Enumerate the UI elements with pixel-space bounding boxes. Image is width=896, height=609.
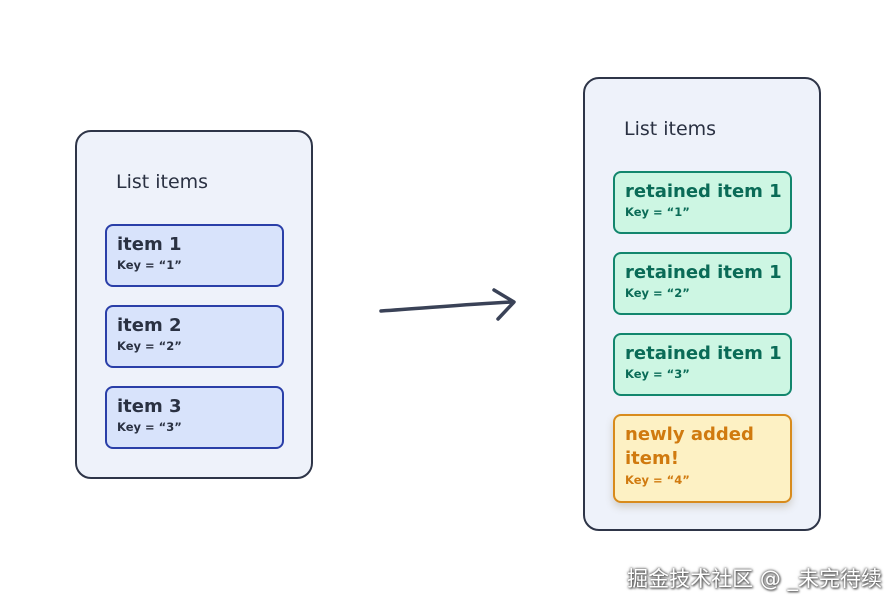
arrow-shaft [379, 300, 514, 313]
item-key: Key = “2” [117, 339, 182, 353]
arrow-head [492, 288, 516, 321]
item-label: item 3 [117, 396, 182, 417]
after-list-title: List items [624, 118, 717, 140]
transition-arrow-icon [379, 288, 516, 321]
item-key: Key = “4” [625, 473, 690, 487]
before-list-title: List items [116, 171, 209, 193]
item-key: Key = “3” [625, 367, 690, 381]
before-list-item: item 2 Key = “2” [105, 305, 284, 368]
after-list-item-new: newly added item! Key = “4” [613, 414, 792, 503]
item-label: retained item 1 [625, 181, 782, 202]
watermark: 掘金技术社区 @ _未完待续 [627, 567, 882, 591]
before-list-item: item 3 Key = “3” [105, 386, 284, 449]
after-list-panel: List items retained item 1 Key = “1” ret… [583, 77, 821, 531]
before-list-panel: List items item 1 Key = “1” item 2 Key =… [75, 130, 313, 479]
item-label: item 1 [117, 234, 182, 255]
before-list-item: item 1 Key = “1” [105, 224, 284, 287]
after-list-item-retained: retained item 1 Key = “3” [613, 333, 792, 396]
item-label: newly added item! [625, 424, 754, 469]
item-label: retained item 1 [625, 262, 782, 283]
item-key: Key = “1” [117, 258, 182, 272]
after-list-item-retained: retained item 1 Key = “1” [613, 171, 792, 234]
after-list-item-retained: retained item 1 Key = “2” [613, 252, 792, 315]
item-key: Key = “3” [117, 420, 182, 434]
item-label: retained item 1 [625, 343, 782, 364]
item-key: Key = “1” [625, 205, 690, 219]
item-label: item 2 [117, 315, 182, 336]
item-key: Key = “2” [625, 286, 690, 300]
